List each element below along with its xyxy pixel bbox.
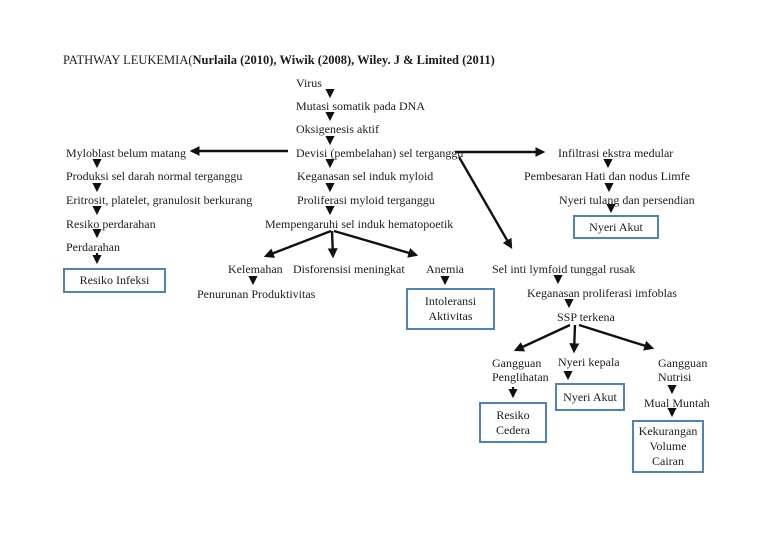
node-produksi-darah: Produksi sel darah normal terganggu: [66, 169, 243, 183]
node-mutasi-somatik: Mutasi somatik pada DNA: [296, 99, 425, 113]
node-gangguan-nutrisi: Gangguan Nutrisi: [658, 356, 708, 384]
page-title-normal: PATHWAY LEUKEMIA(: [63, 53, 193, 67]
node-infiltrasi: Infiltrasi ekstra medular: [558, 146, 674, 160]
node-kelemahan: Kelemahan: [228, 262, 283, 276]
node-resiko-perdarahan: Resiko perdarahan: [66, 217, 156, 231]
node-sel-inti: Sel inti lymfoid tunggal rusak: [492, 262, 636, 276]
diagnosis-box-intoleransi: Intoleransi Aktivitas: [406, 288, 495, 330]
node-myloblast: Myloblast belum matang: [66, 146, 186, 160]
node-oksigenesis: Oksigenesis aktif: [296, 122, 379, 136]
diagnosis-box-nyeri-akut-2: Nyeri Akut: [555, 383, 625, 411]
diagnosis-label: Intoleransi Aktivitas: [424, 294, 477, 323]
page-title: PATHWAY LEUKEMIA(Nurlaila (2010), Wiwik …: [63, 53, 495, 68]
node-perdarahan: Perdarahan: [66, 240, 120, 254]
node-disforensisi: Disforensisi meningkat: [293, 262, 405, 276]
diagnosis-box-resiko-cedera: Resiko Cedera: [479, 402, 547, 443]
node-nyeri-tulang: Nyeri tulang dan persendian: [559, 193, 695, 207]
node-gangguan-penglihatan: Gangguan Penglihatan: [492, 356, 549, 384]
node-pembesaran: Pembesaran Hati dan nodus Limfe: [524, 169, 690, 183]
node-mual-muntah: Mual Muntah: [644, 396, 710, 410]
diagnosis-box-kekurangan-volume: Kekurangan Volume Cairan: [632, 420, 704, 473]
node-keganasan-myloid: Keganasan sel induk myloid: [297, 169, 434, 183]
node-proliferasi: Proliferasi myloid terganggu: [297, 193, 435, 207]
node-nyeri-kepala: Nyeri kepala: [558, 355, 620, 369]
diagnosis-label: Resiko Cedera: [496, 407, 530, 437]
page-title-citation: Nurlaila (2010), Wiwik (2008), Wiley. J …: [192, 53, 495, 67]
diagnosis-label: Nyeri Akut: [589, 219, 643, 234]
long-connector-arrows: [189, 145, 655, 354]
node-ssp-terkena: SSP terkena: [557, 310, 615, 324]
node-mempengaruhi: Mempengaruhi sel induk hematopoetik: [265, 217, 454, 231]
diagnosis-box-nyeri-akut-1: Nyeri Akut: [573, 215, 659, 239]
diagnosis-label: Kekurangan Volume Cairan: [638, 424, 698, 468]
node-keganasan-imfoblas: Keganasan proliferasi imfoblas: [527, 286, 677, 300]
diagnosis-label: Nyeri Akut: [563, 389, 617, 404]
node-anemia: Anemia: [426, 262, 464, 276]
node-devisi-sel: Devisi (pembelahan) sel terganggu: [296, 146, 464, 160]
diagnosis-label: Resiko Infeksi: [79, 273, 150, 287]
node-virus: Virus: [296, 76, 322, 90]
node-eritrosit: Eritrosit, platelet, granulosit berkuran…: [66, 193, 253, 207]
node-penurunan: Penurunan Produktivitas: [197, 287, 316, 301]
diagnosis-box-resiko-infeksi: Resiko Infeksi: [63, 268, 166, 293]
short-connector-arrows: [92, 88, 677, 418]
